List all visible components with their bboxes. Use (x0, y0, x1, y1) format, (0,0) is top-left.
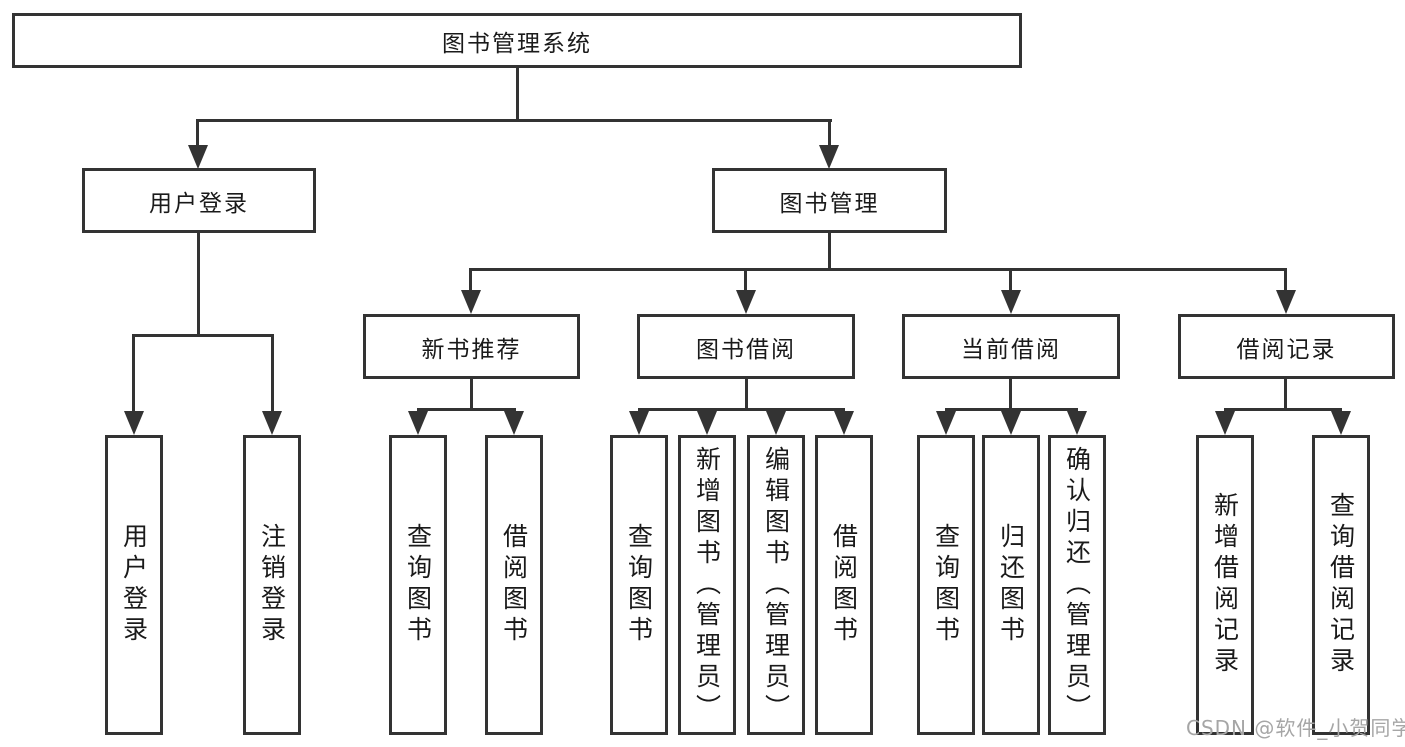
node-book-borrow-label: 图书借阅 (696, 336, 796, 363)
leaf-query-book-borrow-label: 查询图书 (624, 523, 654, 647)
arrowhead-borrow-book-2-icon (834, 411, 854, 435)
leaf-query-book-newbooks: 查询图书 (389, 435, 447, 735)
connector-stub-new-books (469, 268, 472, 292)
leaf-borrow-book-newbooks: 借阅图书 (485, 435, 543, 735)
node-book-mgmt-label: 图书管理 (779, 190, 880, 217)
leaf-edit-book-admin-label: 编辑图书（管理员） (761, 445, 791, 725)
node-user-login: 用户登录 (82, 168, 316, 233)
csdn-watermark: CSDN @软件_小贺同学 (1186, 716, 1405, 740)
connector-stub-current-borrow (1009, 268, 1012, 292)
connector-book-mgmt-trunk (828, 233, 831, 271)
arrowhead-new-books-icon (461, 290, 481, 314)
leaf-add-book-admin: 新增图书（管理员） (678, 435, 736, 735)
arrowhead-add-book-icon (697, 411, 717, 435)
connector-user-login-split (132, 334, 273, 337)
node-borrow-records-label: 借阅记录 (1236, 336, 1337, 363)
connector-borrow-records-split (1224, 408, 1342, 411)
connector-stub-user-login (196, 119, 199, 147)
connector-book-borrow-trunk (745, 379, 748, 411)
arrowhead-borrow-records-icon (1276, 290, 1296, 314)
leaf-query-borrow-record-label: 查询借阅记录 (1326, 492, 1356, 678)
leaf-query-book-newbooks-label: 查询图书 (403, 523, 433, 647)
leaf-edit-book-admin: 编辑图书（管理员） (747, 435, 805, 735)
connector-book-mgmt-split (469, 268, 1287, 271)
node-book-borrow: 图书借阅 (637, 314, 855, 379)
leaf-confirm-return-admin-label: 确认归还（管理员） (1062, 445, 1092, 725)
node-borrow-records: 借阅记录 (1178, 314, 1395, 379)
leaf-query-borrow-record: 查询借阅记录 (1312, 435, 1370, 735)
connector-root-split (196, 119, 832, 122)
leaf-query-book-current: 查询图书 (917, 435, 975, 735)
leaf-query-book-current-label: 查询图书 (931, 523, 961, 647)
arrowhead-leaf-logout-icon (262, 411, 282, 435)
leaf-logout-label: 注销登录 (257, 523, 287, 647)
leaf-user-login-label: 用户登录 (119, 523, 149, 647)
arrowhead-borrow-book-1-icon (504, 411, 524, 435)
arrowhead-query-book-2-icon (629, 411, 649, 435)
connector-stub-borrow-records (1284, 268, 1287, 292)
node-current-borrow-label: 当前借阅 (961, 336, 1061, 363)
leaf-borrow-book-borrow-label: 借阅图书 (829, 523, 859, 647)
leaf-return-book-label: 归还图书 (996, 523, 1026, 647)
arrowhead-user-login-icon (188, 145, 208, 169)
arrowhead-confirm-return-icon (1067, 411, 1087, 435)
node-root-label: 图书管理系统 (442, 30, 592, 57)
connector-user-login-trunk (197, 233, 200, 337)
arrowhead-book-borrow-icon (736, 290, 756, 314)
node-current-borrow: 当前借阅 (902, 314, 1120, 379)
connector-root-trunk (516, 68, 519, 121)
node-root: 图书管理系统 (12, 13, 1022, 68)
connector-stub-leaf-logout (271, 334, 274, 412)
leaf-logout: 注销登录 (243, 435, 301, 735)
arrowhead-query-book-1-icon (408, 411, 428, 435)
connector-new-books-trunk (470, 379, 473, 411)
node-user-login-label: 用户登录 (149, 190, 249, 217)
arrowhead-book-mgmt-icon (819, 145, 839, 169)
node-new-books: 新书推荐 (363, 314, 580, 379)
connector-book-borrow-split (638, 408, 845, 411)
connector-stub-book-mgmt (828, 119, 831, 147)
leaf-return-book: 归还图书 (982, 435, 1040, 735)
leaf-query-book-borrow: 查询图书 (610, 435, 668, 735)
leaf-borrow-book-newbooks-label: 借阅图书 (499, 523, 529, 647)
arrowhead-query-record-icon (1331, 411, 1351, 435)
leaf-add-borrow-record: 新增借阅记录 (1196, 435, 1254, 735)
arrowhead-return-book-icon (1001, 411, 1021, 435)
connector-new-books-split (417, 408, 516, 411)
leaf-add-book-admin-label: 新增图书（管理员） (692, 445, 722, 725)
connector-current-borrow-trunk (1009, 379, 1012, 411)
arrowhead-add-record-icon (1215, 411, 1235, 435)
connector-current-borrow-split (945, 408, 1078, 411)
arrowhead-leaf-login-icon (124, 411, 144, 435)
arrowhead-query-book-3-icon (936, 411, 956, 435)
arrowhead-current-borrow-icon (1001, 290, 1021, 314)
arrowhead-edit-book-icon (766, 411, 786, 435)
connector-stub-book-borrow (744, 268, 747, 292)
leaf-confirm-return-admin: 确认归还（管理员） (1048, 435, 1106, 735)
connector-borrow-records-trunk (1284, 379, 1287, 411)
leaf-borrow-book-borrow: 借阅图书 (815, 435, 873, 735)
leaf-user-login: 用户登录 (105, 435, 163, 735)
leaf-add-borrow-record-label: 新增借阅记录 (1210, 492, 1240, 678)
node-new-books-label: 新书推荐 (421, 336, 522, 363)
connector-stub-leaf-login (132, 334, 135, 412)
node-book-mgmt: 图书管理 (712, 168, 947, 233)
